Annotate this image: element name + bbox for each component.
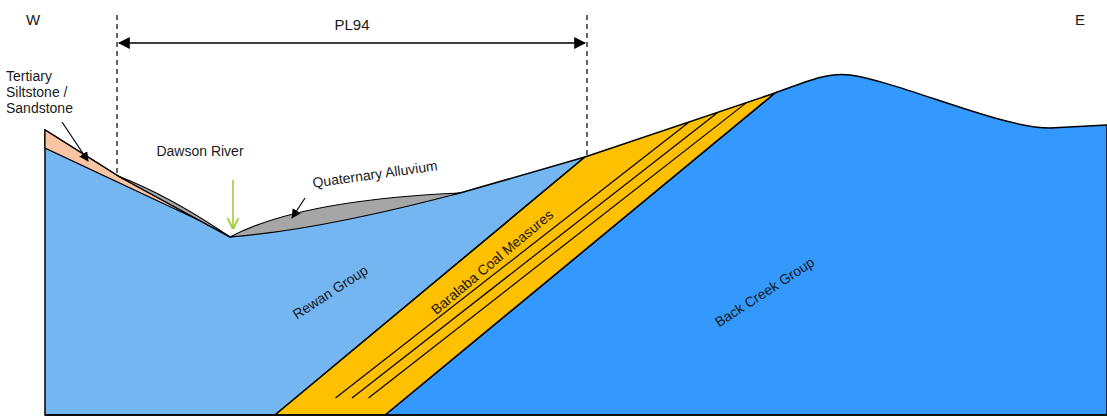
- coal-measures-unit: [275, 93, 775, 415]
- leader-line: [292, 198, 305, 218]
- alluvium-lens: [118, 176, 230, 237]
- coal-seams: [336, 103, 747, 398]
- section-base: [45, 414, 1107, 416]
- extent-label: PL94: [334, 17, 369, 33]
- boundary-line: [586, 15, 587, 156]
- alluvium-lens: [230, 193, 460, 237]
- unit-label: Quaternary Alluvium: [311, 157, 438, 190]
- unit-label: Tertiary Siltstone / Sandstone: [6, 68, 92, 116]
- compass-label: E: [1075, 12, 1085, 28]
- extent-arrow: [119, 42, 585, 44]
- river-arrow: [232, 180, 234, 228]
- river-label: Dawson River: [156, 143, 243, 159]
- compass-label: W: [26, 12, 40, 28]
- leader-line: [62, 122, 88, 161]
- boundary-line: [116, 15, 117, 176]
